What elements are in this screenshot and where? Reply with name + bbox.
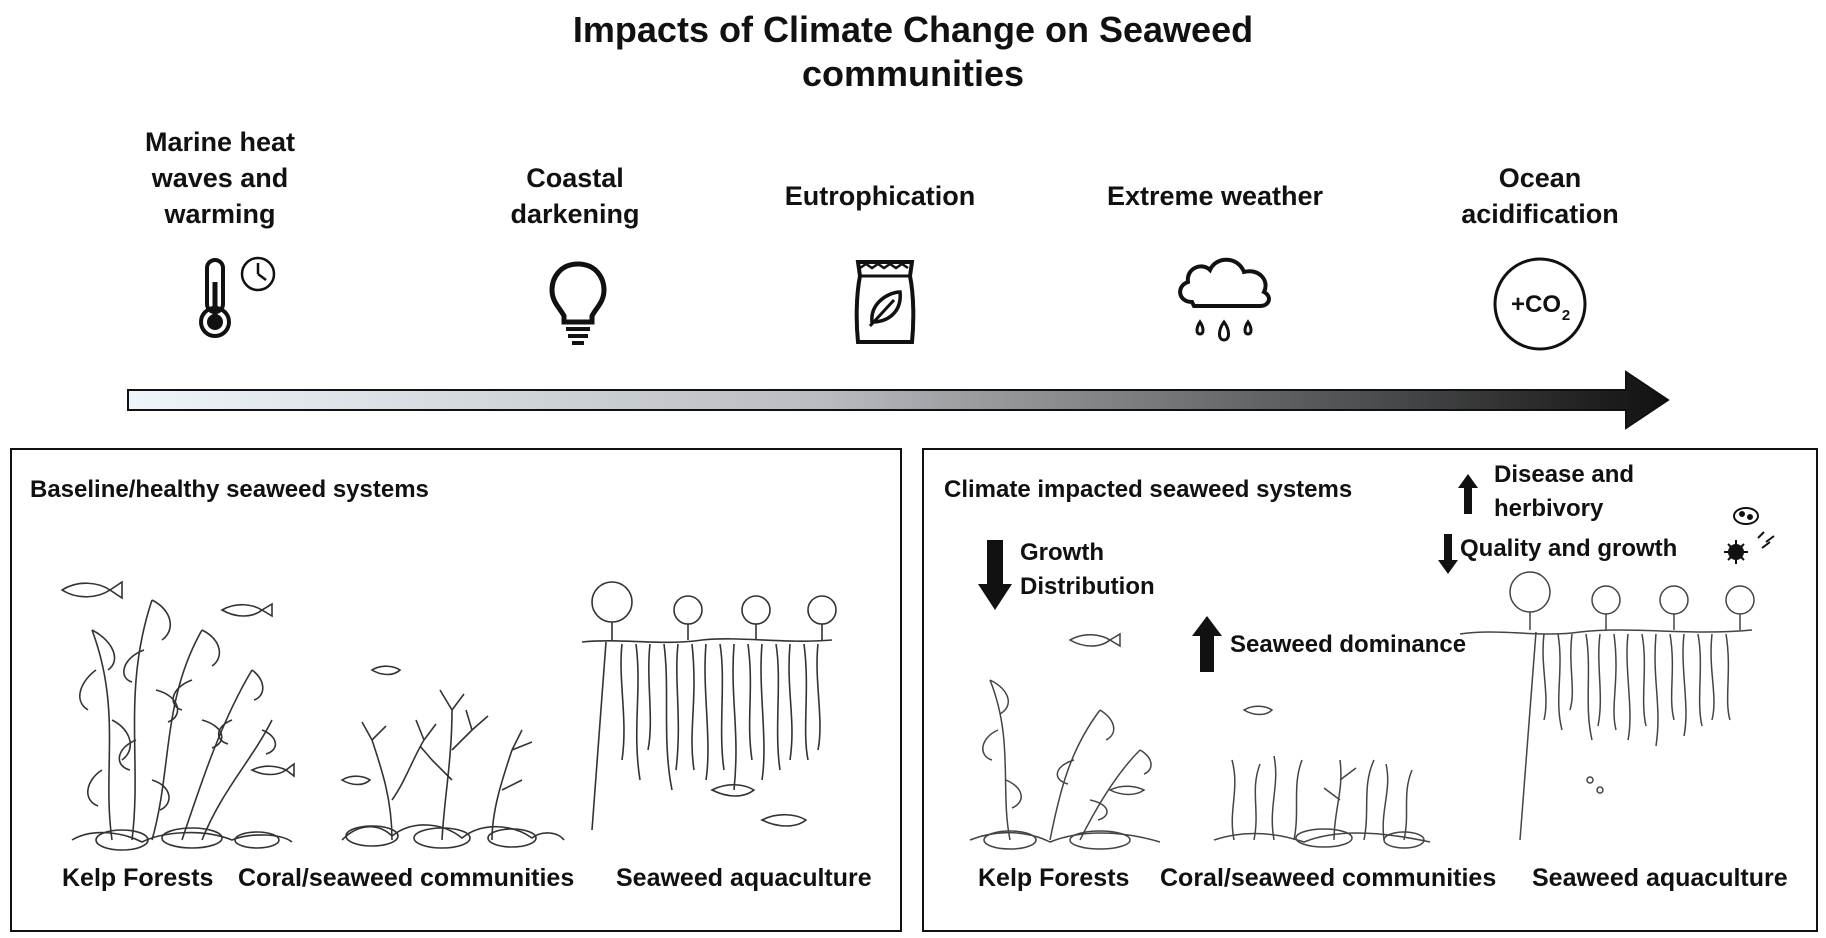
effect-quality-growth: Quality and growth [1460,535,1678,562]
fertilizer-bag-icon [854,260,916,344]
driver-heat-waves-label: Marine heat waves and warming [100,124,340,232]
impacted-panel-title: Climate impacted seaweed systems [944,476,1353,503]
impacted-coral-seaweed-label: Coral/seaweed communities [1160,864,1497,892]
driver-heat-line-2: waves and [151,163,289,193]
baseline-aquaculture-label: Seaweed aquaculture [616,864,872,892]
impacted-kelp-forests-label: Kelp Forests [978,864,1130,892]
effect-disease-line: Disease and [1494,461,1635,488]
co2-circle-icon: +CO 2 [1493,257,1587,351]
impacted-kelp-forest-illustration [969,632,1161,850]
up-arrow-icon [1458,474,1478,514]
impacted-aquaculture-label: Seaweed aquaculture [1532,864,1788,892]
baseline-panel-title: Baseline/healthy seaweed systems [30,476,429,503]
baseline-kelp-forests-label: Kelp Forests [62,864,214,892]
driver-ocean-acidification-label: Ocean acidification [1400,160,1680,232]
driver-extreme-weather-label: Extreme weather [1070,178,1360,214]
driver-eutrophication-label: Eutrophication [740,178,1020,214]
lightbulb-icon [549,261,607,345]
intensity-gradient-arrow [127,370,1670,430]
driver-acidification-line-1: Ocean [1498,163,1582,193]
effect-distribution-line: Distribution [1020,573,1155,600]
driver-eutrophication-line-1: Eutrophication [784,181,976,211]
baseline-coral-seaweed-label: Coral/seaweed communities [238,864,575,892]
up-arrow-icon [1192,616,1222,672]
title-line-2: communities [801,53,1025,94]
rain-cloud-icon [1178,257,1271,342]
driver-heat-line-3: warming [164,199,276,229]
driver-acidification-line-2: acidification [1461,199,1619,229]
baseline-kelp-forest-illustration [60,580,295,851]
down-arrow-icon [978,540,1012,610]
impacted-panel: Climate impacted seaweed systems Growth … [922,448,1818,932]
driver-coastal-darkening-label: Coastal darkening [440,160,710,232]
diagram-title: Impacts of Climate Change on Seaweed com… [0,8,1826,96]
baseline-aquaculture-illustration [581,581,837,831]
down-arrow-icon [1438,534,1458,574]
impacted-aquaculture-illustration [1459,571,1755,841]
effect-disease-herbivory: Disease and herbivory [1494,458,1634,526]
effect-seaweed-dominance: Seaweed dominance [1230,631,1467,658]
driver-darkening-line-1: Coastal [526,163,624,193]
baseline-coral-community-illustration [340,665,565,849]
effect-growth-line: Growth [1020,539,1104,566]
driver-heat-line-1: Marine heat [144,127,296,157]
effect-herbivory-line: herbivory [1494,495,1604,522]
driver-darkening-line-2: darkening [510,199,640,229]
title-line-1: Impacts of Climate Change on Seaweed [572,9,1254,50]
driver-weather-line-1: Extreme weather [1106,181,1324,211]
baseline-panel: Baseline/healthy seaweed systems [10,448,902,932]
co2-icon-text: +CO [1511,291,1561,318]
thermometer-clock-icon [199,256,276,338]
effect-growth-distribution: Growth Distribution [1020,536,1155,604]
co2-icon-subscript: 2 [1562,307,1570,324]
impacted-coral-community-illustration [1213,705,1431,849]
pathogen-icon [1724,507,1775,564]
